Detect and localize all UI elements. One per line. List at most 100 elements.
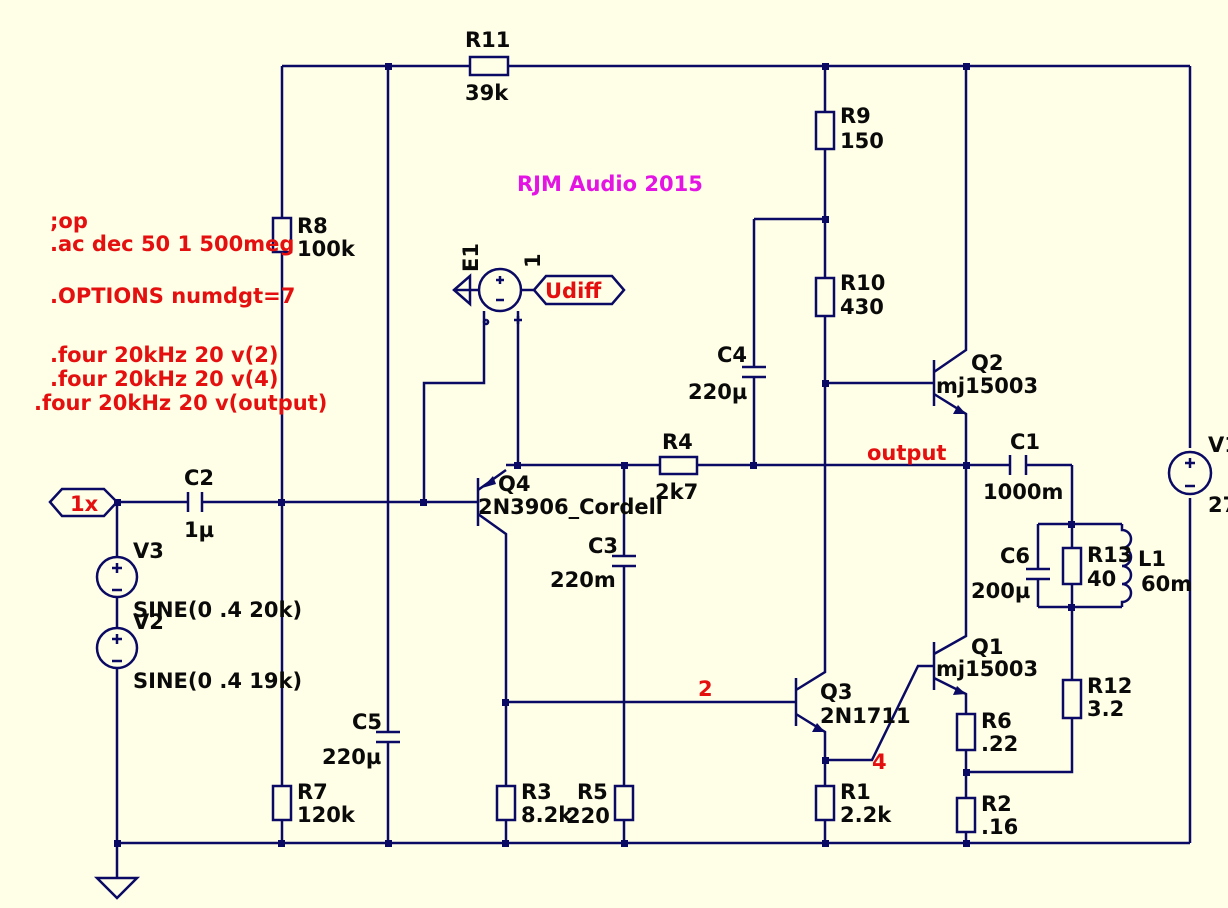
label-c3-name: C3 bbox=[588, 534, 618, 558]
resistor-r3 bbox=[495, 784, 517, 822]
ground-symbol bbox=[93, 876, 141, 900]
label-r2-value: .16 bbox=[981, 815, 1018, 839]
net-flag-input bbox=[48, 487, 119, 518]
label-r9-value: 150 bbox=[840, 129, 884, 153]
resistor-r13 bbox=[1061, 546, 1083, 586]
directive-ac: .ac dec 50 1 500meg bbox=[50, 232, 294, 256]
label-r5-name: R5 bbox=[577, 780, 608, 804]
label-l1-name: L1 bbox=[1138, 547, 1166, 571]
directive-options: .OPTIONS numdgt=7 bbox=[50, 284, 295, 308]
label-q1-value: mj15003 bbox=[936, 657, 1038, 681]
capacitor-c6 bbox=[1026, 567, 1050, 581]
label-v2-value: SINE(0 .4 19k) bbox=[133, 669, 302, 693]
label-r7-name: R7 bbox=[297, 780, 328, 804]
source-v1 bbox=[1167, 450, 1213, 496]
label-c2-name: C2 bbox=[184, 466, 214, 490]
label-q3-name: Q3 bbox=[820, 680, 852, 704]
label-r8-name: R8 bbox=[297, 214, 328, 238]
resistor-r7 bbox=[271, 784, 293, 822]
label-c5-name: C5 bbox=[352, 710, 382, 734]
label-q4-value: 2N3906_Cordell bbox=[478, 495, 663, 519]
label-r6-value: .22 bbox=[981, 732, 1018, 756]
directive-four-output: .four 20kHz 20 v(output) bbox=[34, 391, 327, 415]
component-labels: R11 39k R9 150 R10 430 R8 100k R7 120k R… bbox=[133, 28, 1228, 839]
label-r10-value: 430 bbox=[840, 295, 884, 319]
label-r9-name: R9 bbox=[840, 104, 871, 128]
resistor-r11 bbox=[468, 55, 510, 77]
resistor-r2 bbox=[955, 796, 977, 834]
resistors bbox=[271, 55, 1083, 834]
label-r2-name: R2 bbox=[981, 792, 1012, 816]
title-note: RJM Audio 2015 bbox=[517, 172, 703, 196]
label-r4-value: 2k7 bbox=[655, 480, 698, 504]
net-label-4: 4 bbox=[872, 750, 887, 774]
resistor-r4 bbox=[658, 455, 699, 476]
label-r3-value: 8.2k bbox=[521, 803, 573, 827]
label-c2-value: 1µ bbox=[184, 518, 214, 542]
label-v1-value: 27 bbox=[1208, 493, 1228, 517]
label-e1-name: E1 bbox=[459, 243, 483, 272]
spice-directives: ;op .ac dec 50 1 500meg .OPTIONS numdgt=… bbox=[34, 209, 327, 415]
label-r12-name: R12 bbox=[1087, 674, 1132, 698]
directive-four-4: .four 20kHz 20 v(4) bbox=[50, 367, 279, 391]
label-r13-name: R13 bbox=[1087, 543, 1132, 567]
label-r3-name: R3 bbox=[521, 780, 552, 804]
label-c3-value: 220m bbox=[550, 568, 616, 592]
label-l1-value: 60m bbox=[1141, 572, 1192, 596]
label-r13-value: 40 bbox=[1087, 567, 1116, 591]
junction-dots bbox=[114, 63, 1075, 847]
label-r1-value: 2.2k bbox=[840, 803, 892, 827]
transistor-q2 bbox=[928, 338, 968, 425]
label-q2-value: mj15003 bbox=[936, 374, 1038, 398]
capacitor-c1 bbox=[1008, 455, 1028, 475]
label-c4-name: C4 bbox=[717, 343, 747, 367]
label-c1-value: 1000m bbox=[983, 480, 1063, 504]
resistor-r1 bbox=[814, 784, 836, 822]
label-v2-name: V2 bbox=[133, 610, 164, 634]
directive-op: ;op bbox=[50, 209, 88, 233]
label-r5-value: 220 bbox=[566, 804, 610, 828]
net-label-output: output bbox=[867, 441, 946, 465]
label-r8-value: 100k bbox=[297, 237, 356, 261]
inductor-l1 bbox=[1120, 524, 1133, 607]
label-e1-value: 1 bbox=[521, 253, 545, 268]
label-q2-name: Q2 bbox=[971, 351, 1003, 375]
label-r6-name: R6 bbox=[981, 709, 1012, 733]
net-label-input: 1x bbox=[70, 492, 99, 516]
net-label-udiff: Udiff bbox=[545, 279, 602, 303]
resistor-r6 bbox=[955, 712, 977, 752]
label-r11-value: 39k bbox=[465, 81, 509, 105]
capacitor-c3 bbox=[612, 554, 636, 568]
source-e1 bbox=[452, 267, 534, 330]
label-r12-value: 3.2 bbox=[1087, 697, 1124, 721]
label-c6-name: C6 bbox=[1000, 544, 1030, 568]
net-label-2: 2 bbox=[698, 677, 713, 701]
label-r10-name: R10 bbox=[840, 271, 885, 295]
label-v3-value: SINE(0 .4 20k) bbox=[133, 598, 302, 622]
label-r1-name: R1 bbox=[840, 780, 871, 804]
wires bbox=[115, 64, 1192, 878]
capacitors bbox=[186, 365, 1050, 744]
label-v3-name: V3 bbox=[133, 539, 164, 563]
label-r7-value: 120k bbox=[297, 803, 356, 827]
capacitor-c4 bbox=[742, 365, 766, 379]
directive-four-2: .four 20kHz 20 v(2) bbox=[50, 343, 279, 367]
capacitor-c2 bbox=[186, 492, 204, 512]
label-c5-value: 220µ bbox=[322, 745, 381, 769]
label-r4-name: R4 bbox=[662, 430, 693, 454]
label-q4-name: Q4 bbox=[498, 472, 530, 496]
label-c4-value: 220µ bbox=[688, 380, 747, 404]
transistor-q3 bbox=[790, 666, 827, 738]
source-v3 bbox=[95, 555, 139, 599]
source-v2 bbox=[95, 626, 139, 670]
transistor-q4 bbox=[470, 468, 508, 537]
label-r11-name: R11 bbox=[465, 28, 510, 52]
resistor-r8 bbox=[271, 216, 293, 254]
resistor-r10 bbox=[814, 276, 836, 318]
label-c6-value: 200µ bbox=[971, 579, 1030, 603]
net-flag-udiff bbox=[532, 274, 626, 306]
label-c1-name: C1 bbox=[1010, 430, 1040, 454]
label-q3-value: 2N1711 bbox=[820, 704, 911, 728]
capacitor-c5 bbox=[376, 730, 400, 744]
resistor-r9 bbox=[814, 110, 836, 151]
